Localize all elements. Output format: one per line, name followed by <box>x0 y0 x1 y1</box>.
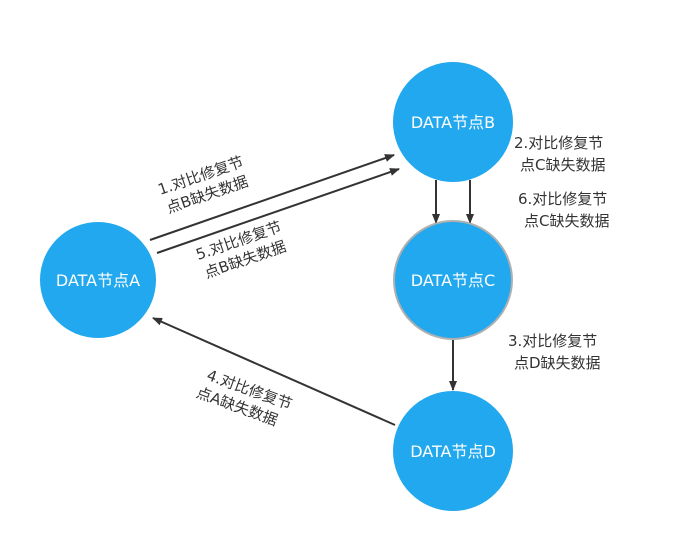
node-a-label: DATA节点A <box>56 271 140 290</box>
edge-label-2-line2: 点C缺失数据 <box>520 156 605 174</box>
node-b: DATA节点B <box>393 62 513 182</box>
node-d-circle <box>393 391 513 511</box>
node-b-circle <box>393 62 513 182</box>
edge-a-to-b-5 <box>156 168 400 254</box>
node-a: DATA节点A <box>40 222 156 338</box>
node-c-label: DATA节点C <box>411 271 495 290</box>
node-c-circle <box>393 220 513 340</box>
node-d: DATA节点D <box>393 391 513 511</box>
edge-d-to-a-4 <box>152 317 396 426</box>
edge-label-3-line1: 3.对比修复节 <box>508 332 597 350</box>
edge-label-6-line1: 6.对比修复节 <box>518 190 607 208</box>
node-b-label: DATA节点B <box>411 113 495 132</box>
edge-label-2: 2.对比修复节 点C缺失数据 <box>514 134 605 174</box>
node-d-label: DATA节点D <box>410 442 496 461</box>
edge-label-6-line2: 点C缺失数据 <box>524 212 609 230</box>
edge-label-3-line2: 点D缺失数据 <box>514 354 601 372</box>
node-a-circle <box>40 222 156 338</box>
edge-label-5: 5.对比修复节 点B缺失数据 <box>194 218 289 282</box>
edge-label-2-line1: 2.对比修复节 <box>514 134 603 152</box>
node-c: DATA节点C <box>393 220 513 340</box>
edge-label-6: 6.对比修复节 点C缺失数据 <box>518 190 609 230</box>
edge-label-1: 1.对比修复节 点B缺失数据 <box>156 153 251 217</box>
edge-a-to-b-1 <box>149 154 395 241</box>
edge-label-3: 3.对比修复节 点D缺失数据 <box>508 332 601 372</box>
